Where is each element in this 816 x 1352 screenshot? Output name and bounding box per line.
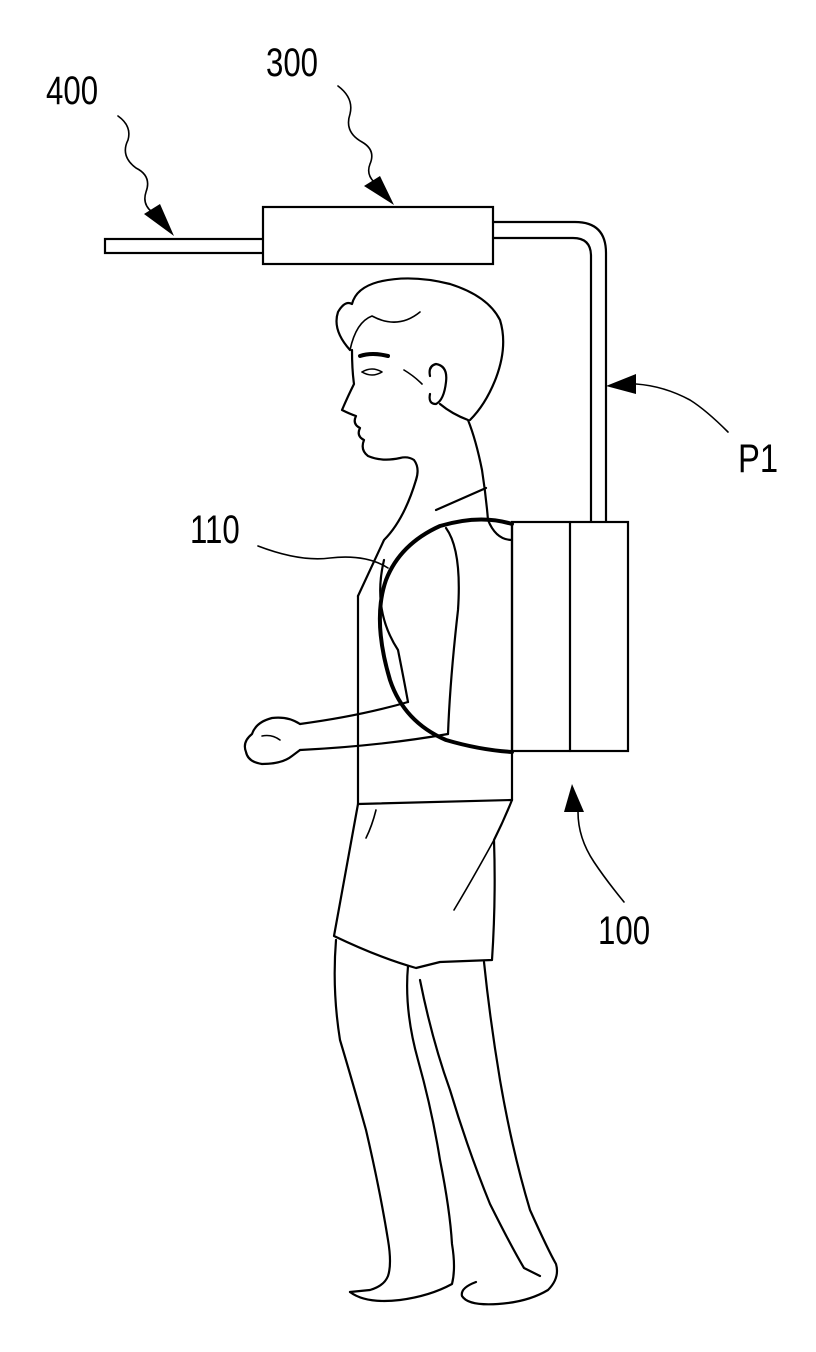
arrowhead-100 xyxy=(564,784,584,812)
label-110: 110 xyxy=(190,507,240,552)
leader-400 xyxy=(118,116,152,212)
label-p1: P1 xyxy=(738,436,778,481)
unit-300 xyxy=(263,207,493,264)
label-100: 100 xyxy=(598,908,650,953)
backpack-100 xyxy=(512,522,628,751)
nozzle-tube-400 xyxy=(105,239,267,253)
leader-p1 xyxy=(636,384,728,432)
leader-300 xyxy=(338,86,374,182)
pipe-p1 xyxy=(493,222,606,523)
label-300: 300 xyxy=(266,40,318,85)
leader-100 xyxy=(578,812,624,902)
person-figure xyxy=(245,278,557,1304)
label-400: 400 xyxy=(46,68,98,113)
leader-110 xyxy=(258,546,388,568)
arrowhead-300 xyxy=(364,176,394,205)
arrowhead-p1 xyxy=(606,374,636,394)
